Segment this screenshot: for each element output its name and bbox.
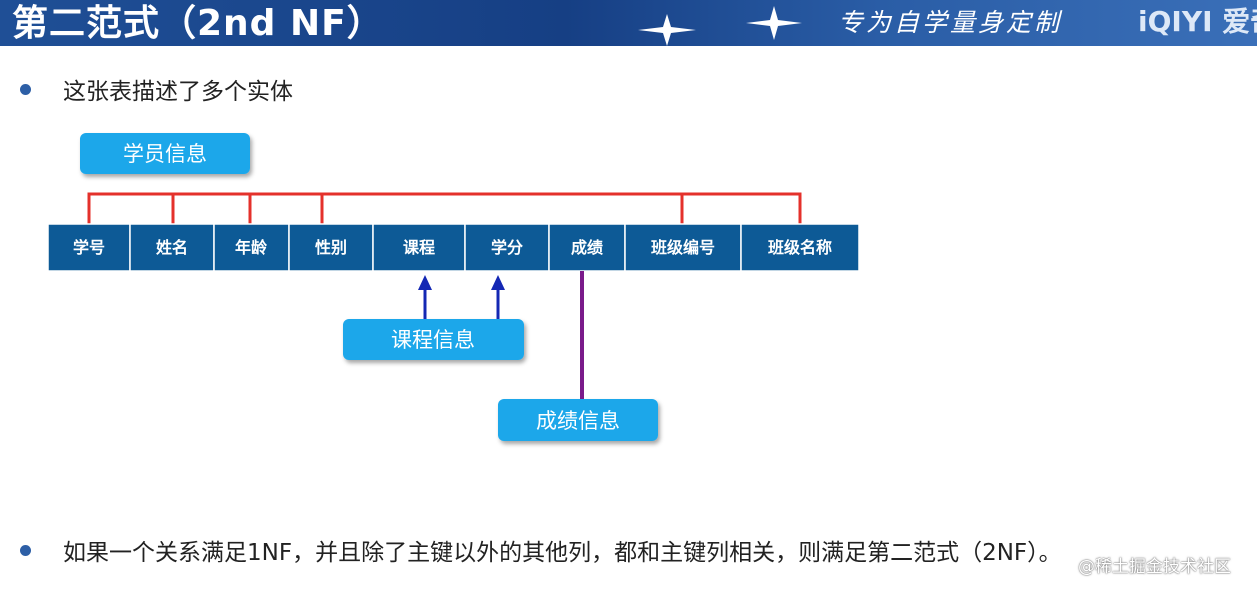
- course-info-label: 课程信息: [391, 328, 475, 352]
- column-header: 课程: [403, 238, 435, 257]
- column-header: 年龄: [235, 238, 268, 257]
- column-header: 班级编号: [651, 238, 715, 257]
- table-cell: [372, 223, 466, 272]
- bullet-text: 如果一个关系满足1NF，并且除了主键以外的其他列，都和主键列相关，则满足第二范式…: [63, 540, 1062, 566]
- bullet-item: 这张表描述了多个实体: [20, 72, 293, 106]
- star-icon: [638, 14, 696, 46]
- column-header: 性别: [315, 238, 347, 257]
- bullet-item: 如果一个关系满足1NF，并且除了主键以外的其他列，都和主键列相关，则满足第二范式…: [20, 533, 1062, 567]
- bullet-dot-icon: [20, 83, 31, 95]
- course-info-badge: 课程信息: [343, 319, 524, 360]
- column-header: 班级名称: [768, 238, 832, 257]
- course-info-connector: [418, 275, 505, 319]
- table-cell: [213, 223, 290, 272]
- bullet-text: 这张表描述了多个实体: [63, 79, 293, 105]
- column-header: 姓名: [156, 238, 188, 257]
- column-header: 成绩: [571, 238, 603, 257]
- table-cell: [740, 223, 860, 272]
- table-cell: [288, 223, 374, 272]
- grade-info-label: 成绩信息: [536, 409, 620, 433]
- watermark: @稀土掘金技术社区: [1078, 557, 1231, 577]
- slide-title: 第二范式（2nd NF）: [12, 3, 384, 44]
- table-cell: [464, 223, 550, 272]
- bullet-dot-icon: [20, 544, 31, 556]
- grade-info-badge: 成绩信息: [498, 399, 658, 441]
- student-info-badge: 学员信息: [80, 133, 250, 174]
- star-icon: [746, 6, 802, 40]
- slogan-text: 专为自学量身定制: [838, 8, 1063, 37]
- table-cell: [624, 223, 742, 272]
- student-info-connector: [87, 192, 802, 224]
- arrow-up-icon: [491, 275, 505, 290]
- attribute-table: 学号 姓名 年龄 性别 课程 学分 成绩 班级编号 班级名称: [47, 223, 860, 272]
- column-header: 学号: [73, 238, 105, 257]
- column-header: 学分: [491, 238, 523, 257]
- student-info-label: 学员信息: [123, 142, 207, 166]
- slide-header: 第二范式（2nd NF） 专为自学量身定制 iQIYI 爱奇: [0, 0, 1257, 46]
- arrow-up-icon: [418, 275, 432, 290]
- brand-logo: iQIYI 爱奇: [1138, 5, 1257, 38]
